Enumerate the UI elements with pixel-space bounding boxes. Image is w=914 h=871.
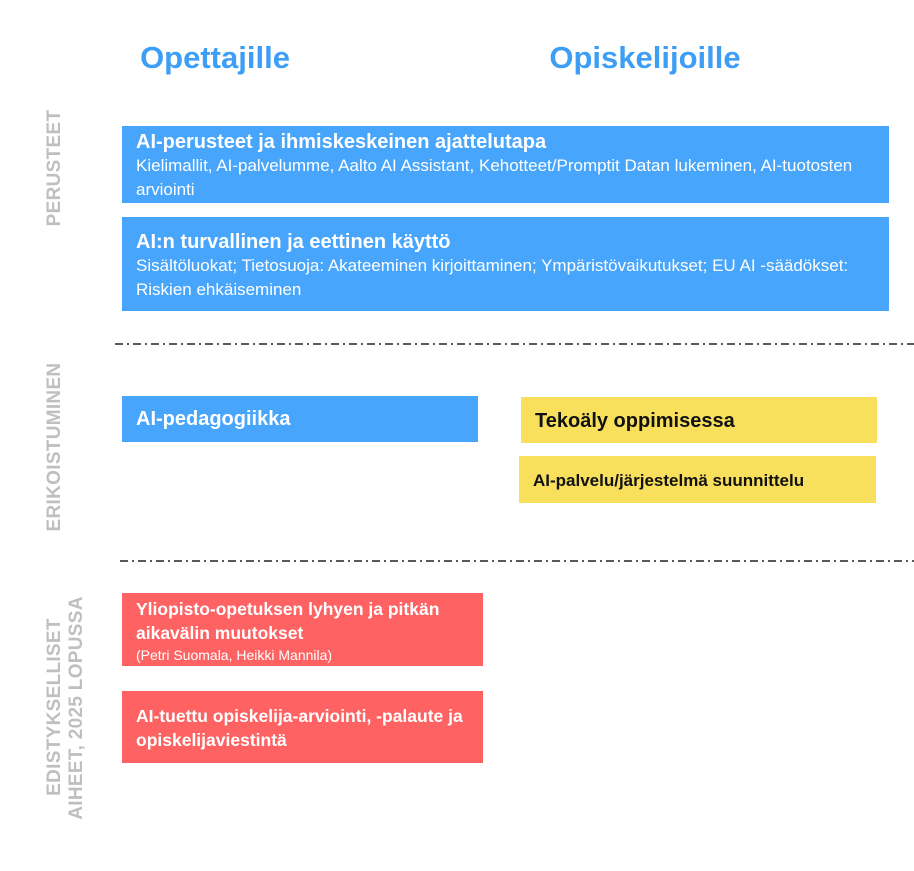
basics-box-safe-ethical-use: AI:n turvallinen ja eettinen käyttö Sisä… <box>122 217 889 311</box>
column-header-students: Opiskelijoille <box>549 40 741 75</box>
specialization-box-ai-pedagogy: AI-pedagogiikka <box>122 396 478 442</box>
box-title: AI-pedagogiikka <box>136 408 291 430</box>
specialization-box-ai-service-design: AI-palvelu/järjestelmä suunnittelu <box>519 456 876 503</box>
box-title: AI-perusteet ja ihmiskeskeinen ajattelut… <box>136 131 547 153</box>
row-label-specialization: ERIKOISTUMINEN <box>44 362 65 532</box>
box-title: AI:n turvallinen ja eettinen käyttö <box>136 231 451 253</box>
box-title: AI-tuettu opiskelija-arviointi, -palaute… <box>136 706 463 750</box>
basics-box-ai-fundamentals: AI-perusteet ja ihmiskeskeinen ajattelut… <box>122 126 889 203</box>
divider-basics-specialization <box>115 343 914 345</box>
row-label-basics: PERUSTEET <box>44 109 65 227</box>
specialization-box-ai-in-learning: Tekoäly oppimisessa <box>521 397 877 443</box>
box-title: AI-palvelu/järjestelmä suunnittelu <box>533 471 805 490</box>
divider-specialization-advanced <box>120 560 914 562</box>
row-label-advanced-line1: EDISTYKSELLISET <box>44 618 65 796</box>
column-header-teachers: Opettajille <box>140 40 290 75</box>
box-description: Sisältöluokat; Tietosuoja: Akateeminen k… <box>136 256 849 299</box>
box-title: Tekoäly oppimisessa <box>535 410 735 432</box>
row-label-advanced-line2: AIHEET, 2025 LOPUSSA <box>66 596 87 820</box>
advanced-box-university-teaching-changes: Yliopisto-opetuksen lyhyen ja pitkän aik… <box>122 593 483 666</box>
box-title: Yliopisto-opetuksen lyhyen ja pitkän aik… <box>136 599 440 643</box>
box-note: (Petri Suomala, Heikki Mannila) <box>136 647 333 663</box>
box-description: Kielimallit, AI-palvelumme, Aalto AI Ass… <box>136 156 853 199</box>
advanced-box-ai-assessment: AI-tuettu opiskelija-arviointi, -palaute… <box>122 691 483 763</box>
